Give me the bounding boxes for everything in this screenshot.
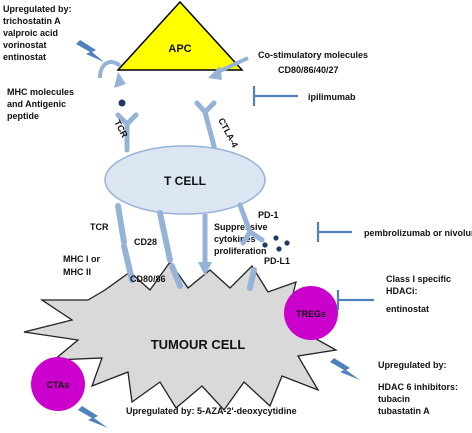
upreg-top-line4: vorinostat: [3, 40, 47, 50]
tumour-cell-shape: [23, 260, 338, 412]
class1-line2: HDACi:: [386, 286, 418, 296]
ctla4-label: CTLA-4: [216, 116, 240, 149]
upreg-top-line2: trichostatin A: [3, 16, 61, 26]
upreg-br-line1: Upregulated by:: [378, 360, 447, 370]
t-cell-label: T CELL: [164, 174, 206, 188]
mhc-arrowhead: [114, 72, 126, 88]
upregulated-bottom-right-block: Upregulated by: HDAC 6 inhibitors: tubac…: [378, 360, 458, 416]
mhc-i-or-label: MHC I or: [63, 254, 100, 264]
costim-line2: CD80/86/40/27: [278, 65, 339, 75]
lightning-icon-bottom-left: [78, 406, 108, 428]
class1-line1: Class I specific: [386, 274, 451, 284]
mhc-antigen-block: MHC molecules and Antigenic peptide: [7, 87, 74, 121]
suppressive-line3: proliferation: [214, 246, 267, 256]
apc-label: APC: [168, 43, 191, 55]
t-cell-ellipse: [104, 145, 266, 215]
mhc-curved-arrow: [98, 60, 122, 79]
lightning-icon-bottom-right: [330, 358, 360, 380]
pdl1-label: PD-L1: [264, 256, 290, 266]
ctas-label: CTAs: [47, 380, 70, 390]
upreg-br-line3: tubacin: [378, 394, 410, 404]
pdl1-connector: [247, 267, 257, 291]
ipilimumab-inhibitor: [252, 86, 298, 106]
tcr-left-connector: [115, 203, 135, 283]
pd1-label: PD-1: [258, 210, 279, 220]
apc-triangle: [116, 0, 244, 71]
upreg-top-line5: entinostat: [3, 52, 46, 62]
tcr-left-label: TCR: [90, 222, 109, 232]
upreg-bottom-left-label: Upregulated by: 5-AZA-2'-deoxycytidine: [126, 406, 297, 416]
pd1-receptor: [237, 202, 265, 246]
mhc-antigen-line2: and Antigenic: [7, 99, 66, 109]
upreg-top-line3: valproic acid: [3, 28, 58, 38]
tcr-top-receptor: [115, 112, 139, 153]
class1-block: Class I specific HDACi: entinostat: [386, 274, 451, 314]
suppressive-line2: cytokines: [214, 234, 256, 244]
pembro-label: pembrolizumab or nivolumab: [364, 228, 472, 238]
upreg-br-line4: tubastatin A: [378, 406, 430, 416]
costim-line1: Co-stimulatory molecules: [258, 50, 368, 60]
lightning-icon-top: [76, 40, 104, 62]
pdl1-dots: [262, 235, 290, 252]
ipilimumab-label: ipilimumab: [308, 92, 356, 102]
pembro-inhibitor: [316, 222, 352, 242]
suppressive-line1: Suppressive: [214, 222, 268, 232]
upregulated-top-block: Upregulated by: trichostatin A valproic …: [3, 4, 72, 62]
costim-block: Co-stimulatory molecules CD80/86/40/27: [258, 50, 368, 75]
suppressive-arrowhead: [198, 262, 212, 276]
tregs-circle: [284, 286, 338, 340]
class1-inhibitor: [336, 290, 374, 310]
costim-arrow-shaft: [217, 56, 249, 74]
antigen-dot: [118, 99, 126, 107]
mhc-ii-label: MHC II: [63, 267, 91, 277]
ctla4-receptor: [194, 100, 218, 153]
cd28-label: CD28: [134, 237, 157, 247]
tumour-cell-label: TUMOUR CELL: [151, 337, 246, 352]
upreg-br-line2: HDAC 6 inhibitors:: [378, 382, 458, 392]
mhc-antigen-line1: MHC molecules: [7, 87, 74, 97]
upreg-top-line1: Upregulated by:: [3, 4, 72, 14]
costim-arrowhead: [208, 66, 222, 80]
mhc-antigen-line3: peptide: [7, 111, 39, 121]
cd28-connector: [157, 210, 183, 289]
tregs-label: TREGs: [296, 309, 326, 319]
ctas-circle: [31, 357, 85, 411]
cd80-86-label: CD80/86: [130, 274, 166, 284]
class1-line3: entinostat: [386, 304, 429, 314]
